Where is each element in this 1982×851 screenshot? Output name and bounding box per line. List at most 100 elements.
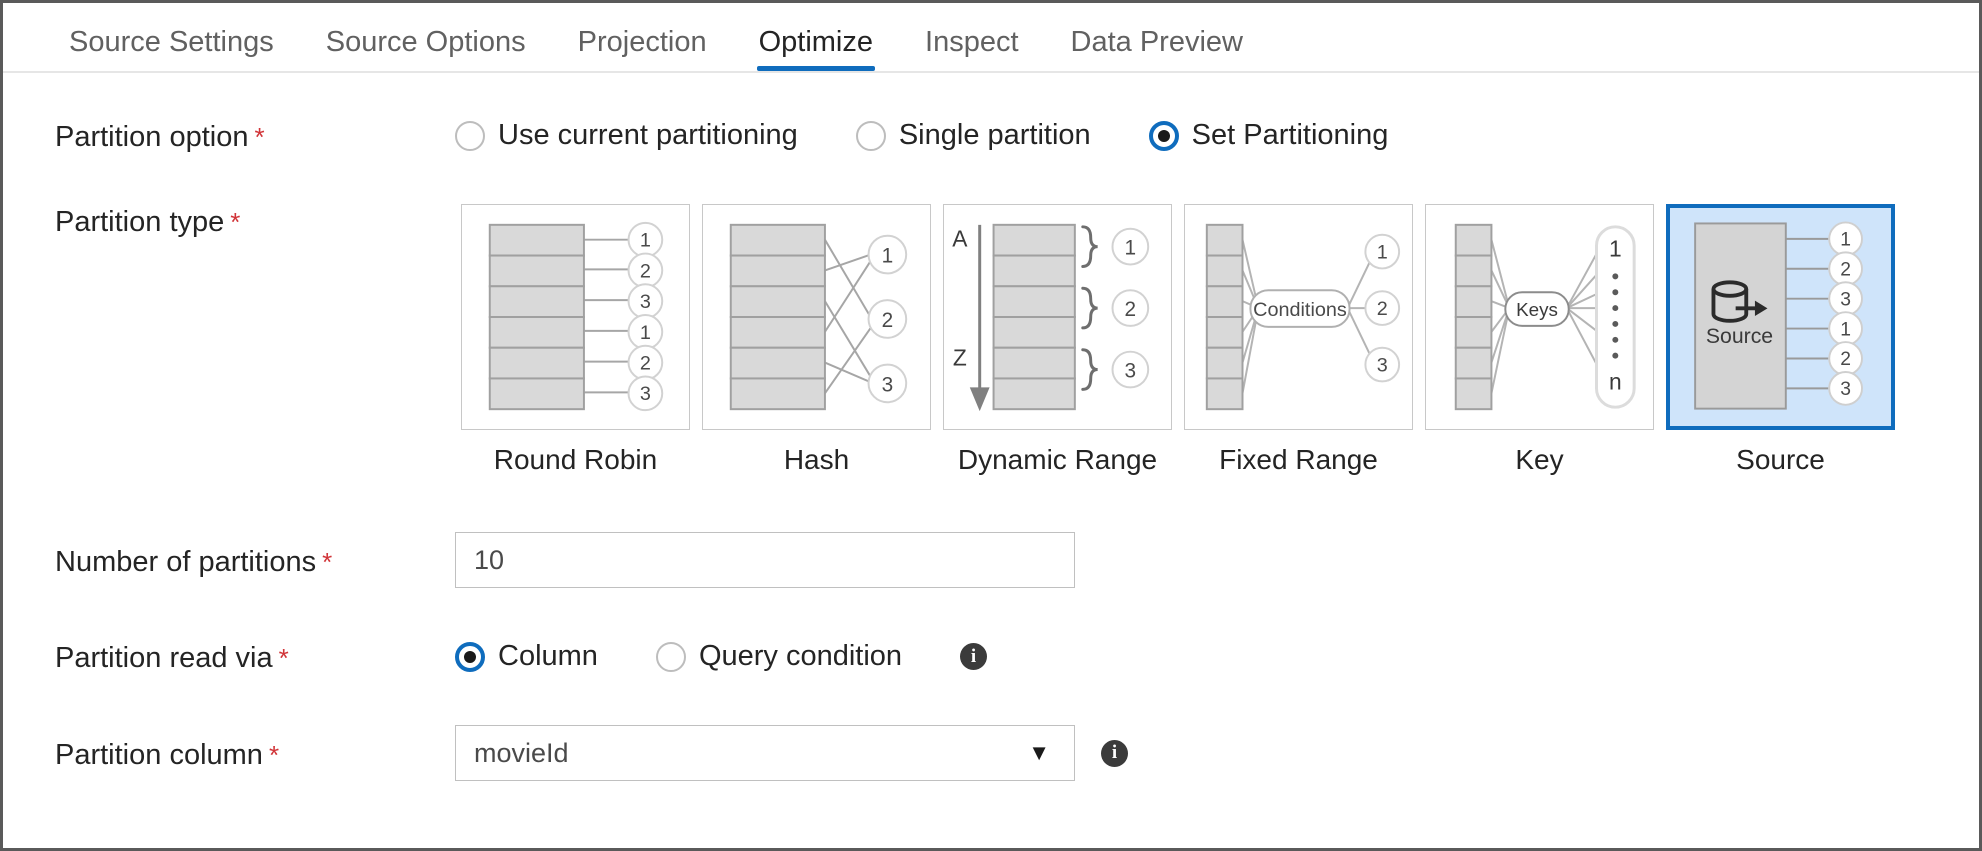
row-partition-option: Partition option* Use current partitioni… [3,119,1979,152]
svg-text:2: 2 [1840,260,1851,281]
card-wrap-source: Source 1 2 3 1 2 3 [1660,204,1901,474]
partition-column-control: movieId ▼ i [455,725,1128,781]
partition-column-select[interactable]: movieId ▼ [455,725,1075,781]
label-text: Partition column [55,738,263,771]
svg-text:Z: Z [953,345,967,371]
info-icon[interactable]: i [1101,739,1128,767]
keys-node-label: Keys [1516,299,1558,320]
radio-label: Use current partitioning [498,119,798,151]
tab-label: Optimize [758,26,874,58]
card-wrap-dynamic-range: A Z [937,204,1178,474]
partition-type-card-key[interactable]: Keys 1 n [1425,204,1654,430]
svg-text:1: 1 [1840,319,1851,340]
active-tab-underline [756,66,876,71]
radio-mark-icon [855,120,886,151]
svg-text:2: 2 [1125,298,1137,321]
partition-type-card-label: Key [1515,444,1564,475]
card-wrap-hash: 1 2 3 Hash [696,204,937,474]
radio-label: Column [498,640,598,672]
required-marker: * [268,739,280,770]
number-of-partitions-label: Number of partitions* [55,544,455,577]
partition-type-card-fixed-range[interactable]: Conditions 1 2 3 [1184,204,1413,430]
svg-text:1: 1 [640,230,651,252]
required-marker: * [254,122,265,152]
tab-source-options[interactable]: Source Options [300,28,552,71]
fixed-range-diagram-icon: Conditions 1 2 3 [1205,223,1401,411]
svg-text:2: 2 [882,309,894,332]
partition-read-via-label: Partition read via* [55,640,455,673]
svg-text:2: 2 [640,353,651,375]
radio-label: Query condition [698,640,903,672]
card-wrap-round-robin: 1 2 3 1 2 3 Round Robin [455,204,696,474]
partition-type-label: Partition type* [55,204,455,237]
partition-column-value: movieId [474,737,569,768]
svg-text:2: 2 [640,260,651,282]
tab-source-settings[interactable]: Source Settings [43,28,300,71]
partition-type-card-label: Round Robin [493,444,658,475]
label-text: Partition option [55,121,249,153]
info-icon[interactable]: i [960,643,988,670]
chevron-down-icon[interactable]: ▼ [1028,740,1050,765]
partition-type-card-label: Dynamic Range [957,444,1158,475]
round-robin-diagram-icon: 1 2 3 1 2 3 [488,221,664,412]
partition-type-card-label: Hash [783,444,850,475]
partition-type-card-round-robin[interactable]: 1 2 3 1 2 3 [461,204,690,430]
svg-text:2: 2 [1377,298,1388,320]
required-marker: * [278,643,289,673]
source-diagram-icon: Source 1 2 3 1 2 3 [1694,221,1863,410]
tab-label: Data Preview [1070,26,1243,58]
svg-text:3: 3 [640,291,651,313]
radio-query-condition[interactable]: Query condition [655,640,903,672]
svg-text:3: 3 [1840,289,1851,310]
radio-label: Set Partitioning [1191,119,1389,151]
partition-read-via-radio-group: Column Query condition i [455,640,988,672]
radio-single-partition[interactable]: Single partition [855,119,1091,151]
svg-text:2: 2 [1840,349,1851,370]
radio-mark-icon-selected [455,641,485,672]
partition-type-card-source[interactable]: Source 1 2 3 1 2 3 [1666,204,1895,430]
svg-text:1: 1 [640,322,651,344]
tab-optimize[interactable]: Optimize [733,28,899,71]
radio-set-partitioning[interactable]: Set Partitioning [1148,119,1389,151]
row-partition-read-via: Partition read via* Column Query conditi… [3,640,1979,673]
label-text: Partition read via [55,642,273,674]
row-number-of-partitions: Number of partitions* [3,532,1979,588]
svg-text:1: 1 [1377,242,1388,264]
card-wrap-key: Keys 1 n Key [1419,204,1660,474]
svg-text:3: 3 [1840,379,1851,400]
svg-text:3: 3 [640,383,651,405]
partition-option-radio-group: Use current partitioning Single partitio… [455,119,1389,151]
label-text: Number of partitions [55,545,317,578]
radio-column[interactable]: Column [455,640,598,672]
svg-text:1: 1 [1840,230,1851,251]
svg-text:1: 1 [882,244,894,267]
partition-option-label: Partition option* [55,119,455,152]
source-node-label: Source [1706,325,1773,348]
radio-mark-icon [455,120,485,151]
key-diagram-icon: Keys 1 n [1454,223,1636,411]
partition-type-card-label: Source [1736,444,1825,475]
svg-text:3: 3 [1377,355,1388,377]
tab-data-preview[interactable]: Data Preview [1045,28,1269,71]
dynamic-range-diagram-icon: A Z [952,223,1150,412]
conditions-node-label: Conditions [1253,299,1347,321]
row-partition-type: Partition type* [3,204,1979,474]
radio-use-current-partitioning[interactable]: Use current partitioning [455,119,798,151]
partition-type-card-dynamic-range[interactable]: A Z [943,204,1172,430]
tab-projection[interactable]: Projection [552,28,733,71]
radio-label: Single partition [898,119,1091,151]
svg-text:n: n [1609,368,1622,394]
svg-text:A: A [952,226,968,252]
required-marker: * [230,207,241,237]
optimize-form: Partition option* Use current partitioni… [3,119,1979,781]
partition-type-card-hash[interactable]: 1 2 3 [702,204,931,430]
number-of-partitions-input[interactable] [455,532,1075,588]
partition-type-card-list: 1 2 3 1 2 3 Round Robin [455,204,1901,474]
svg-text:3: 3 [882,373,894,396]
tab-label: Source Options [325,26,526,58]
tab-inspect[interactable]: Inspect [899,28,1045,71]
partition-column-label: Partition column* [55,737,455,770]
svg-text:1: 1 [1609,236,1622,262]
tab-label: Projection [577,26,707,58]
